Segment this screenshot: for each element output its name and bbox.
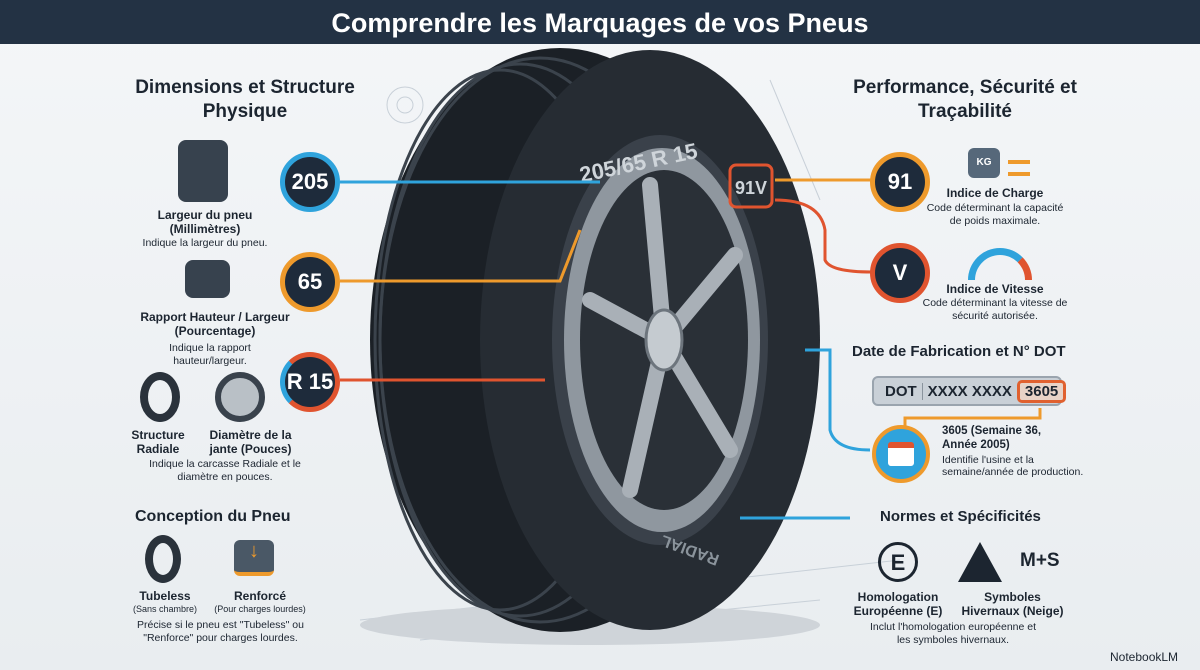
dot-date-code: 3605	[1016, 379, 1067, 403]
dot-date-desc: Identifie l'usine et la semaine/année de…	[942, 454, 1084, 478]
reinforced-sub: (Pour charges lourdes)	[214, 604, 306, 614]
winter-label: Symboles Hivernaux (Neige)	[961, 590, 1064, 618]
ms-mark: M+S	[1020, 550, 1060, 571]
design-desc: Précise si le pneu est "Tubeless" ou "Re…	[137, 619, 304, 644]
speed-code-badge: V	[870, 243, 930, 303]
rim-icon	[215, 372, 265, 422]
radial-tire-icon	[140, 372, 180, 422]
dot-plant-code: XXXX XXXX	[927, 382, 1012, 400]
wheel-hub	[644, 308, 684, 372]
rim-title: Diamètre de la jante (Pouces)	[209, 428, 292, 456]
load-title: Indice de Charge	[946, 186, 1044, 200]
snowflake-mountain-icon	[958, 542, 1002, 582]
tubeless-label: Tubeless	[139, 589, 191, 603]
brand-watermark: NotebookLM	[1110, 650, 1179, 664]
ratio-code-badge: 65	[280, 252, 340, 312]
load-code-badge: 91	[870, 152, 930, 212]
page-title: Comprendre les Marquages de vos Pneus	[0, 0, 1200, 44]
speed-desc: Code déterminant la vitesse de sécurité …	[922, 297, 1068, 322]
tire-width-icon	[178, 140, 228, 202]
weight-icon: KG	[968, 148, 1000, 178]
radial-title: Structure Radiale	[131, 428, 185, 456]
width-title: Largeur du pneu (Millimètres)	[157, 208, 253, 236]
norms-heading: Normes et Spécificités	[880, 508, 1041, 525]
e-mark-icon: E	[878, 542, 918, 582]
connector-lines	[340, 178, 1042, 520]
width-code-badge: 205	[280, 152, 340, 212]
reinforced-label: Renforcé	[233, 589, 286, 603]
reinforced-icon: ↓	[234, 540, 274, 576]
calendar-icon	[872, 425, 930, 483]
dot-heading: Date de Fabrication et N° DOT	[852, 343, 1066, 360]
load-speed-text: 91V	[735, 178, 767, 198]
ratio-desc: Indique la rapport hauteur/largeur.	[169, 342, 251, 367]
design-heading: Conception du Pneu	[135, 508, 291, 525]
speed-title: Indice de Vitesse	[946, 282, 1044, 296]
tubeless-sub: (Sans chambre)	[132, 604, 198, 614]
homolog-label: Homologation Européenne (E)	[853, 590, 943, 618]
right-heading: Performance, Sécurité et Traçabilité	[853, 77, 1077, 122]
ratio-title: Rapport Hauteur / Largeur (Pourcentage)	[140, 310, 290, 338]
load-desc: Code déterminant la capacité de poids ma…	[926, 202, 1064, 227]
dot-code-box: DOT XXXX XXXX 3605	[872, 376, 1067, 406]
rim-desc: Indique la carcasse Radiale et le diamèt…	[149, 458, 301, 483]
aspect-ratio-icon	[185, 260, 230, 298]
left-heading: Dimensions et Structure Physique	[135, 77, 355, 122]
norms-desc: Inclut l'homologation européenne et les …	[869, 621, 1037, 646]
dot-date-title: 3605 (Semaine 36, Année 2005)	[942, 425, 1042, 451]
rim-code-badge: R 15	[280, 352, 340, 412]
dot-prefix: DOT	[880, 382, 923, 400]
tubeless-icon	[145, 535, 181, 583]
width-desc: Indique la largeur du pneu.	[142, 237, 268, 249]
load-arrow-icon	[1008, 160, 1030, 176]
